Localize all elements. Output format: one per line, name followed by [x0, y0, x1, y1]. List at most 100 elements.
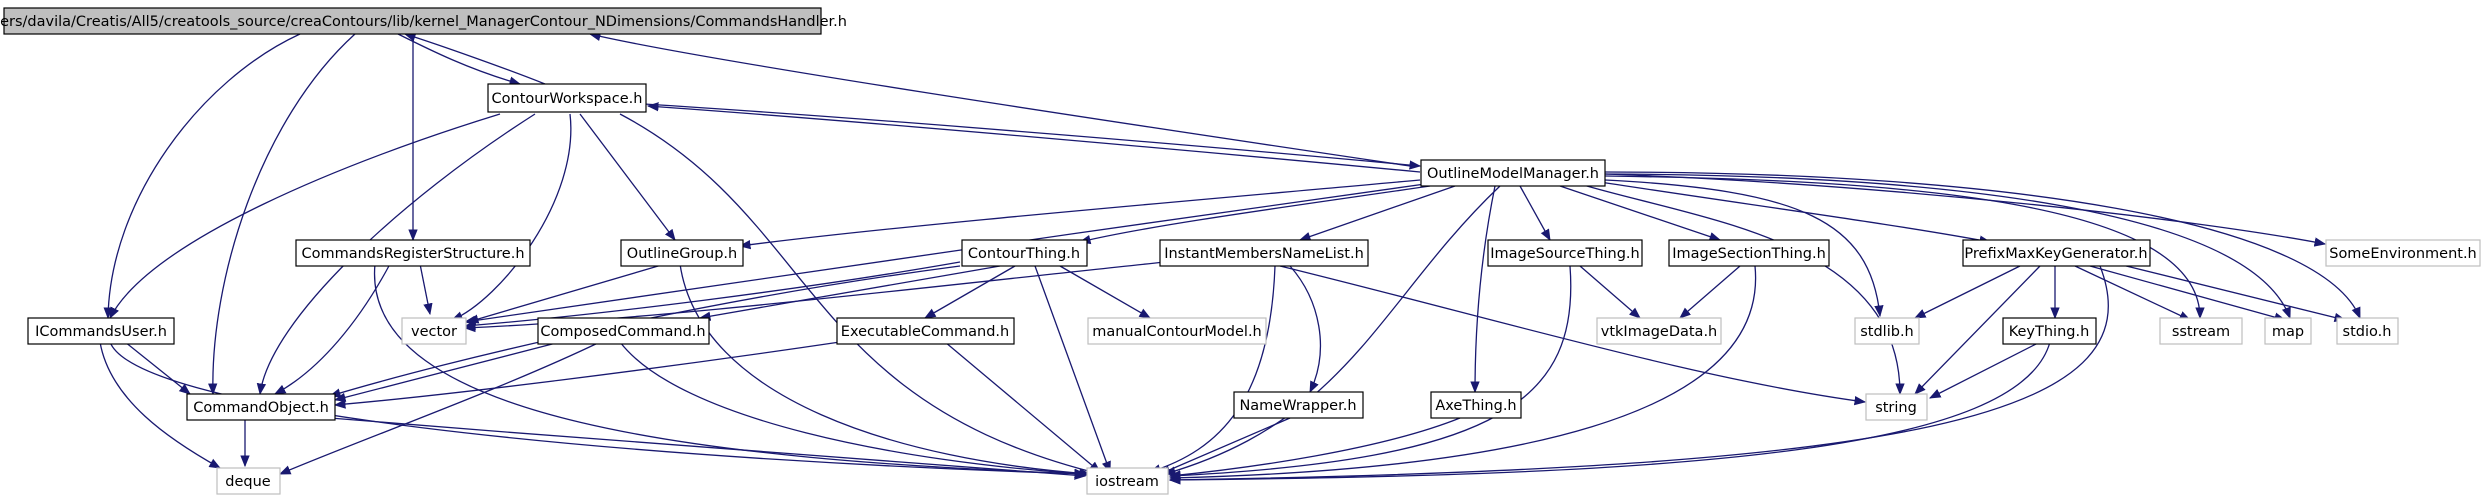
edge-contourthing-manualcontourmodel: [1059, 265, 1152, 319]
edge-outlinemodelmanager-map: [1604, 173, 2291, 320]
edge-contourworkspace-root: [403, 32, 546, 85]
edge-outlinegroup-iostream: [679, 263, 1092, 478]
node-map[interactable]: map: [2264, 317, 2312, 345]
node-vector[interactable]: vector: [401, 317, 467, 345]
edge-composedcommand-commandobject: [333, 341, 561, 402]
node-outlinemodelmanager[interactable]: OutlineModelManager.h: [1420, 159, 1606, 187]
edge-contourworkspace-vector: [450, 113, 572, 321]
node-iostream[interactable]: iostream: [1086, 467, 1169, 495]
node-label: manualContourModel.h: [1092, 324, 1262, 340]
edge-contourthing-composedcommand: [698, 265, 1001, 321]
edge-contourthing-iostream: [1034, 265, 1111, 474]
node-label: OutlineModelManager.h: [1427, 166, 1599, 182]
edge-imagesectionthing-iostream: [1168, 265, 1757, 483]
node-label: stdlib.h: [1860, 324, 1914, 340]
node-contourthing[interactable]: ContourThing.h: [961, 239, 1088, 267]
edge-keything-string: [1928, 341, 2041, 399]
node-label: InstantMembersNameList.h: [1164, 246, 1364, 262]
edge-crs-vector: [419, 263, 433, 316]
edge-outlinemodelmanager-contourworkspace: [646, 102, 1421, 173]
node-outlinegroup[interactable]: OutlineGroup.h: [620, 239, 744, 267]
edge-contourworkspace-outlinemodelmanager: [643, 103, 1422, 170]
node-label: ContourThing.h: [968, 246, 1080, 262]
edge-imagesectionthing-vtkimagedata: [1679, 265, 1741, 319]
edge-outlinegroup-vector: [466, 263, 666, 324]
edge-instantmembers-namewrapper: [1289, 265, 1322, 394]
node-label: ComposedCommand.h: [540, 324, 705, 340]
edge-contourthing-vector: [463, 261, 961, 330]
node-commandsregisterstructure[interactable]: CommandsRegisterStructure.h: [295, 239, 531, 267]
node-stdio[interactable]: stdio.h: [2336, 317, 2399, 345]
node-label: KeyThing.h: [2009, 324, 2090, 340]
node-composedcommand[interactable]: ComposedCommand.h: [537, 317, 710, 345]
edge-instantmembers-iostream: [1148, 265, 1276, 474]
node-label: string: [1875, 400, 1917, 416]
node-stdlib[interactable]: stdlib.h: [1854, 317, 1920, 345]
edge-outlinemodelmanager-outlinegroup: [738, 179, 1421, 250]
node-icommandsuser[interactable]: ICommandsUser.h: [27, 317, 175, 345]
node-commandshandler[interactable]: /Users/davila/Creatis/All5/creatools_sou…: [0, 7, 847, 35]
node-vtkimagedata[interactable]: vtkImageData.h: [1596, 317, 1722, 345]
edge-icommandsuser-iostream: [109, 341, 1087, 479]
node-keything[interactable]: KeyThing.h: [2002, 317, 2097, 345]
edge-root-commandobject: [208, 33, 356, 396]
edge-commandobject-iostream: [329, 417, 1087, 480]
edge-prefix-stdlib: [1913, 265, 2021, 319]
edge-prefix-map: [2089, 265, 2287, 322]
node-label: NameWrapper.h: [1239, 398, 1356, 414]
edge-executablecommand-iostream: [944, 341, 1101, 473]
node-label: sstream: [2172, 324, 2230, 340]
node-someenvironment[interactable]: SomeEnvironment.h: [2325, 239, 2481, 267]
node-label: ContourWorkspace.h: [492, 91, 643, 107]
node-executablecommand[interactable]: ExecutableCommand.h: [836, 317, 1015, 345]
node-label: deque: [225, 474, 271, 490]
node-label: stdio.h: [2343, 324, 2392, 340]
edge-crs-commandobject: [273, 263, 391, 395]
edge-imagesourcething-vtkimagedata: [1579, 265, 1641, 319]
node-label: PrefixMaxKeyGenerator.h: [1964, 246, 2147, 262]
edge-contourworkspace-iostream: [619, 113, 1102, 477]
edge-namewrapper-iostream: [1158, 417, 1291, 475]
node-label: ImageSourceThing.h: [1490, 246, 1639, 262]
node-prefixmaxkeygenerator[interactable]: PrefixMaxKeyGenerator.h: [1962, 239, 2151, 267]
edge-icommandsuser-commandobject: [124, 341, 191, 395]
edge-prefix-iostream: [1168, 265, 2109, 485]
node-manualcontourmodel[interactable]: manualContourModel.h: [1087, 317, 1267, 345]
nodes: /Users/davila/Creatis/All5/creatools_sou…: [0, 7, 2481, 495]
edge-executablecommand-commandobject: [333, 341, 841, 409]
edge-outlinemodelmanager-iostream: [1163, 185, 1501, 476]
edge-outlinemodelmanager-contourthing: [1078, 185, 1431, 245]
edge-keything-iostream: [1168, 341, 2051, 485]
node-axething[interactable]: AxeThing.h: [1430, 391, 1522, 419]
node-label: vector: [411, 324, 457, 340]
edge-outlinemodelmanager-sstream: [1604, 175, 2205, 320]
node-commandobject[interactable]: CommandObject.h: [186, 393, 336, 421]
node-string[interactable]: string: [1865, 393, 1928, 421]
edge-root-icommandsuser: [103, 33, 301, 320]
node-label: SomeEnvironment.h: [2329, 246, 2477, 262]
edge-outlinemodelmanager-root: [588, 31, 1411, 167]
node-deque[interactable]: deque: [216, 467, 281, 495]
edge-outlinemodelmanager-stdio: [1604, 171, 2361, 320]
node-contourworkspace[interactable]: ContourWorkspace.h: [487, 83, 647, 113]
edge-outlinemodelmanager-string: [1579, 183, 1905, 396]
edge-prefix-stdio: [2109, 261, 2347, 323]
edge-prefix-sstream: [2074, 265, 2192, 321]
node-label: iostream: [1095, 474, 1159, 490]
node-imagesourcething[interactable]: ImageSourceThing.h: [1487, 239, 1643, 267]
node-label: OutlineGroup.h: [627, 246, 737, 262]
edge-outlinemodelmanager-imagesectionthing: [1559, 185, 1722, 242]
node-namewrapper[interactable]: NameWrapper.h: [1233, 391, 1364, 419]
node-label: ExecutableCommand.h: [841, 324, 1009, 340]
edge-outlinemodelmanager-stdlib: [1604, 179, 1884, 318]
node-label: /Users/davila/Creatis/All5/creatools_sou…: [0, 14, 847, 30]
node-label: AxeThing.h: [1435, 398, 1516, 414]
edge-outlinemodelmanager-imagesourcething: [1519, 185, 1551, 242]
edge-axething-iostream: [1168, 417, 1461, 480]
node-label: ICommandsUser.h: [35, 324, 167, 340]
edge-outlinemodelmanager-prefixmaxkey: [1599, 181, 1992, 245]
node-imagesectionthing[interactable]: ImageSectionThing.h: [1668, 239, 1830, 267]
node-sstream[interactable]: sstream: [2159, 317, 2243, 345]
node-instantmembersnamelist[interactable]: InstantMembersNameList.h: [1159, 239, 1369, 267]
